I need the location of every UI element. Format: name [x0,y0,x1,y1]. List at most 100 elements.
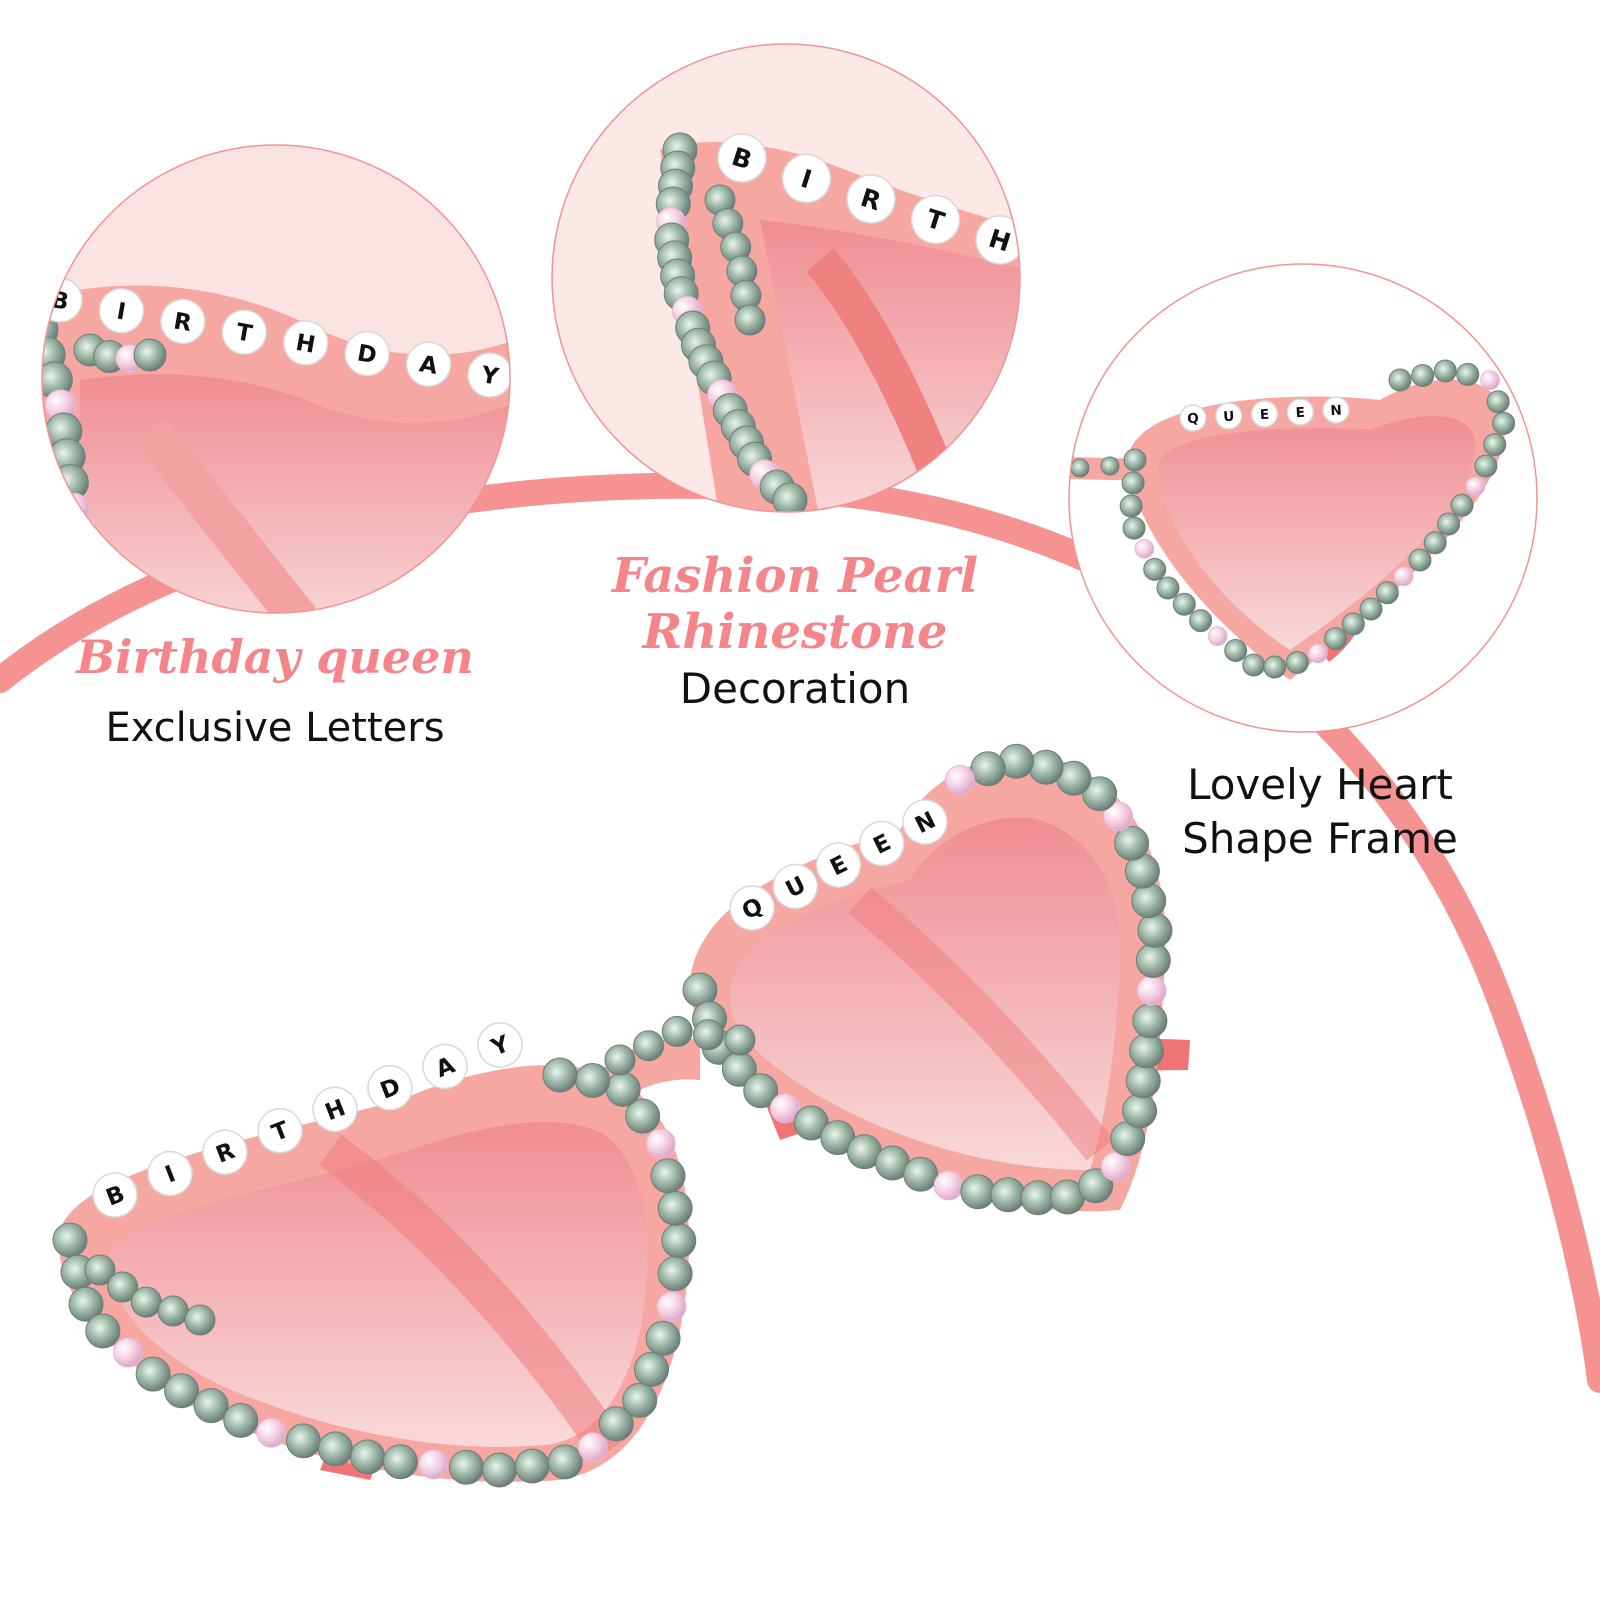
pearl-icon [945,765,975,795]
letter-bead-icon: U [772,863,818,910]
letter-bead-icon: R [202,1129,248,1175]
rhinestone-icon [645,1320,681,1356]
svg-text:D: D [355,340,378,369]
callout-center-subline: Decoration [679,664,911,713]
rhinestone-icon [1324,627,1348,651]
letter-bead-icon: A [422,1043,468,1090]
rhinestone-icon [61,541,99,579]
rhinestone-icon [481,1452,517,1488]
rhinestone-icon [1285,651,1309,675]
rhinestone-icon [604,1044,636,1076]
rhinestone-icon [58,515,96,553]
rhinestone-icon [575,1062,611,1098]
rhinestone-icon [1486,390,1510,414]
rhinestone-icon [318,1431,354,1467]
rhinestone-icon [1375,581,1399,605]
rhinestone-icon [542,1057,578,1093]
letter-bead-icon: N [902,799,948,845]
svg-text:N: N [1330,403,1342,420]
rhinestone-icon [285,1423,321,1459]
rhinestone-icon [1143,557,1167,581]
letter-bead-icon: R [160,298,206,345]
letter-bead-icon: T [910,194,961,245]
lens-left [108,1122,648,1447]
rhinestone-icon [1492,411,1516,435]
rhinestone-icon [1408,548,1432,572]
letter-bead-icon: N [1322,396,1350,424]
pearl-icon [645,1128,676,1159]
rhinestone-icon [51,464,89,502]
pearl-icon [1103,801,1134,832]
letter-bead-icon: I [147,1150,193,1197]
letter-bead-icon: I [98,287,145,334]
rhinestone-icon [1388,368,1412,392]
svg-text:Y: Y [478,362,500,391]
rhinestone-icon [772,482,808,512]
rhinestone-icon [1423,531,1447,555]
rhinestone-icon [1132,1003,1168,1039]
rhinestone-icon [657,1256,693,1292]
letter-bead-icon: I [781,153,832,204]
pearl-icon [1100,1151,1131,1182]
rhinestone-icon [734,304,766,336]
rhinestone-icon [1359,597,1383,621]
rhinestone-icon [130,1286,162,1318]
letter-bead-icon: R [846,174,896,224]
pearl-icon [1134,538,1155,559]
rhinestone-icon [1070,458,1090,478]
letter-bead-icon: H [312,1086,358,1133]
rhinestone-icon [661,1223,697,1259]
rhinestone-icon [1100,456,1120,476]
rhinestone-icon [1121,471,1145,495]
rhinestone-icon [1020,1180,1056,1216]
rhinestone-icon [68,1286,104,1322]
rhinestone-icon [1263,655,1287,679]
rhinestone-icon [1156,576,1180,600]
pearl-icon [1480,370,1500,390]
callout-right-line-1: Lovely Heart [1187,760,1453,809]
pearl-icon [418,1449,449,1480]
letter-bead-icon: D [344,330,390,377]
rhinestone-icon [133,338,167,372]
rhinestone-icon [547,1444,583,1480]
rhinestone-icon [1137,912,1173,948]
rhinestone-icon [1122,516,1146,540]
rhinestone-icon [1474,454,1498,478]
letter-bead-icon: B [92,1172,138,1218]
rhinestone-icon [1483,433,1507,457]
svg-text:U: U [1223,409,1235,426]
svg-text:Q: Q [1187,411,1199,428]
rhinestone-icon [1078,1168,1114,1204]
rhinestone-icon [184,1304,216,1336]
rhinestone-icon [1125,1063,1161,1099]
rhinestone-icon [1411,363,1435,387]
letter-bead-icon: E [815,842,862,888]
svg-text:A: A [417,351,439,380]
callout-left-subline: Exclusive Letters [105,705,445,751]
rhinestone-icon [692,1019,724,1051]
rhinestone-icon [1437,512,1461,536]
pearl-icon [1465,476,1486,497]
rhinestone-icon [1433,359,1457,383]
rhinestone-icon [743,1073,779,1109]
rhinestone-icon [157,1295,189,1327]
rhinestone-icon [1119,494,1143,518]
callout-center-headline-2: Rhinestone [642,604,948,660]
svg-text:H: H [294,330,318,359]
rhinestone-icon [223,1402,259,1438]
rhinestone-icon [625,1098,661,1134]
pearl-icon [770,1093,800,1124]
rhinestone-icon [85,1313,121,1349]
pearl-icon [933,1170,964,1201]
letter-bead-icon: H [282,320,329,366]
letter-bead-icon: D [367,1065,413,1111]
rhinestone-icon [1129,1033,1165,1069]
rhinestone-icon [657,1190,693,1226]
rhinestone-icon [622,1382,658,1418]
letter-bead-icon: Q [1179,404,1207,432]
pearl-icon [577,1432,608,1463]
letter-bead-icon: E [1286,398,1314,426]
